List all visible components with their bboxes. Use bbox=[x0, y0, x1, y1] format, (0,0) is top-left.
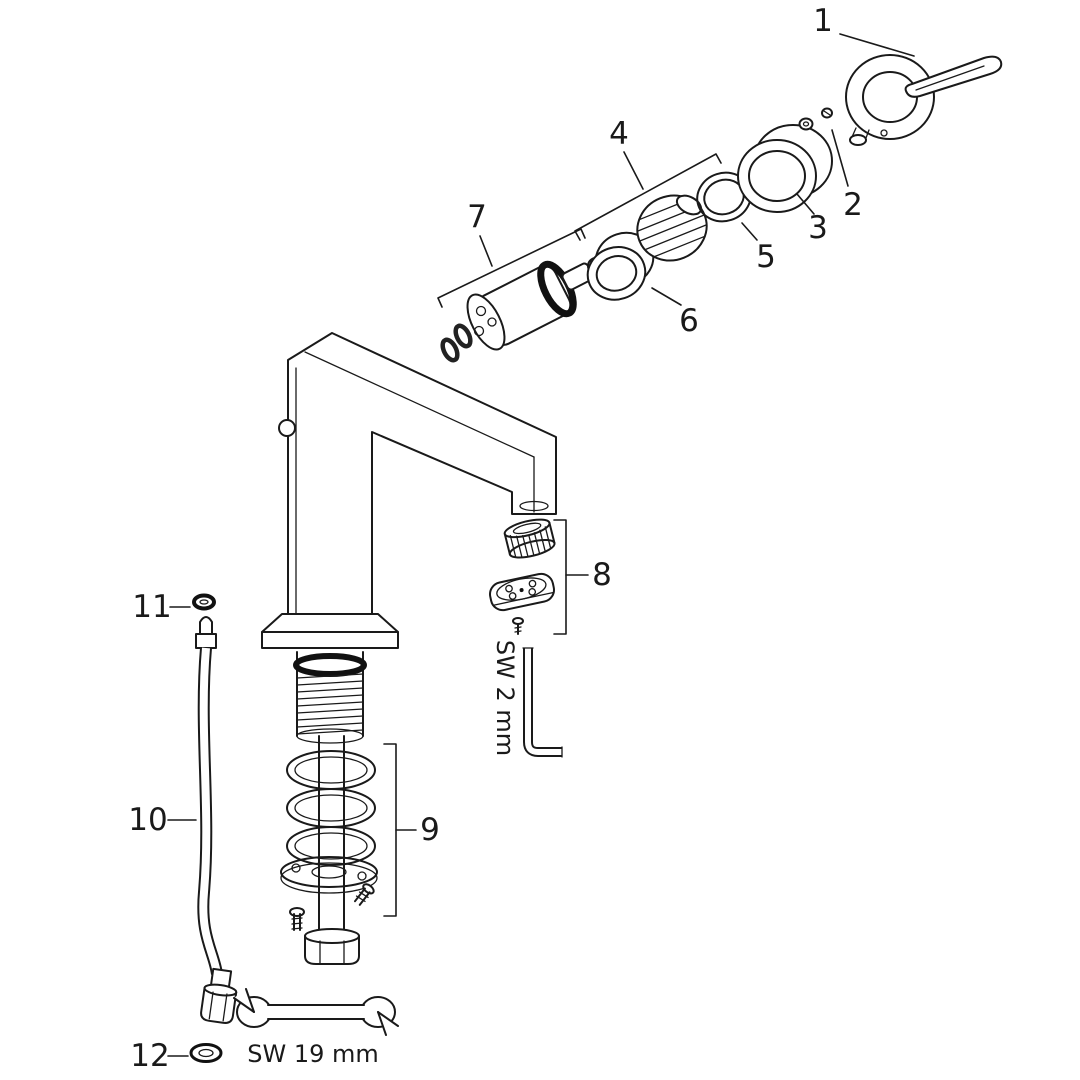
mounting-screw-right bbox=[354, 883, 375, 906]
callout-3-label: 3 bbox=[808, 210, 828, 246]
part-mounting-set bbox=[280, 750, 378, 931]
wrench-size-label: SW 19 mm bbox=[247, 1040, 379, 1068]
regulator-screw bbox=[512, 617, 524, 635]
part-cartridge bbox=[440, 257, 605, 363]
cartridge-o-ring-b bbox=[440, 337, 460, 363]
mounting-screw-left bbox=[289, 907, 305, 931]
shank-o-ring bbox=[293, 653, 367, 677]
allen-key bbox=[522, 647, 563, 758]
callout-7-label: 7 bbox=[467, 199, 487, 235]
tailpipe-nut bbox=[304, 928, 360, 965]
allen-key-size-label: SW 2 mm bbox=[491, 640, 519, 756]
cartridge-o-ring-a bbox=[453, 323, 473, 349]
part-handle bbox=[845, 54, 1003, 146]
part-hose-seal bbox=[192, 593, 216, 611]
callout-10-label: 10 bbox=[128, 802, 167, 838]
threaded-shank bbox=[293, 651, 367, 744]
handle-socket-bump bbox=[278, 419, 296, 437]
faucet-body bbox=[278, 332, 557, 641]
base-plate bbox=[261, 613, 399, 649]
part-aerator-insert bbox=[503, 518, 556, 559]
part-screw-set bbox=[798, 107, 833, 131]
callout-4-label: 4 bbox=[609, 116, 629, 152]
part-hose bbox=[195, 616, 238, 1024]
part-sleeve bbox=[737, 124, 833, 213]
spout-aerator-opening bbox=[519, 500, 549, 512]
callout-12-label: 12 bbox=[130, 1038, 169, 1074]
callout-lines bbox=[167, 33, 915, 1057]
callout-9-label: 9 bbox=[420, 812, 440, 848]
mounting-plate bbox=[280, 856, 378, 894]
wrench bbox=[233, 988, 399, 1036]
tailpipe bbox=[318, 735, 345, 935]
callout-8-label: 8 bbox=[592, 557, 612, 593]
handle-escutcheon bbox=[845, 54, 935, 140]
callout-1-label: 1 bbox=[813, 3, 833, 39]
part-dome-nut bbox=[636, 194, 708, 262]
part-flow-regulator bbox=[489, 572, 555, 612]
callout-5-label: 5 bbox=[756, 239, 776, 275]
part-hose-washer bbox=[189, 1043, 223, 1063]
hose-nut bbox=[200, 967, 238, 1024]
callout-11-label: 11 bbox=[132, 589, 171, 625]
callout-2-label: 2 bbox=[843, 187, 863, 223]
callout-6-label: 6 bbox=[679, 303, 699, 339]
